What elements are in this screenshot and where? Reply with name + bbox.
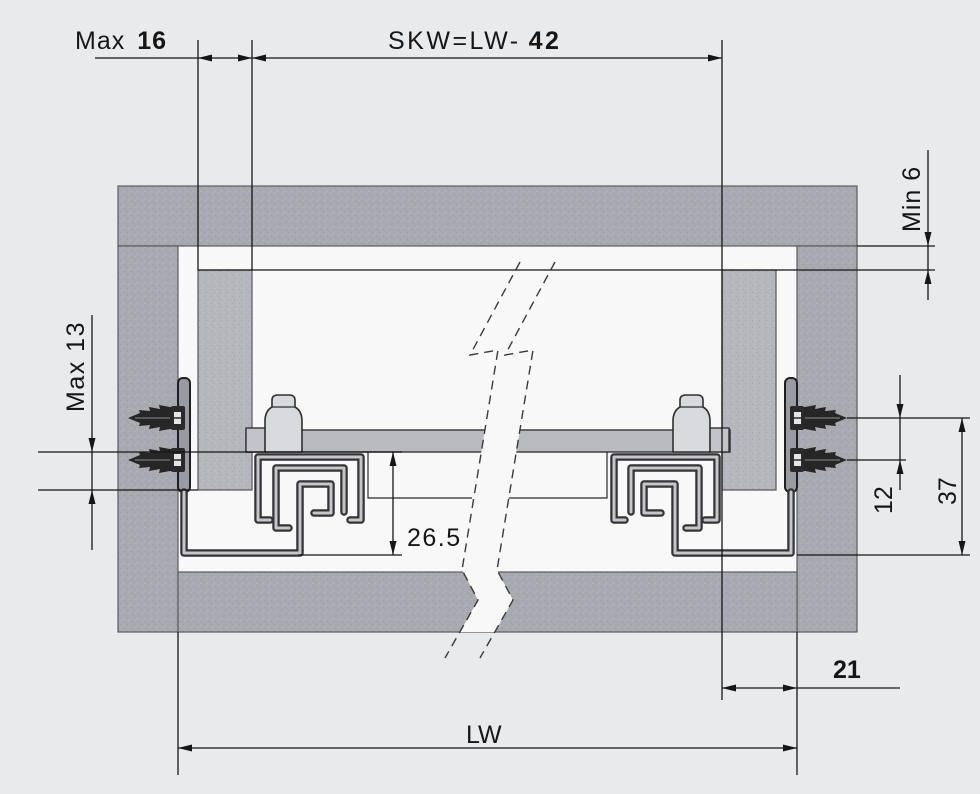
- drawer-bottom-clip: [264, 394, 303, 453]
- arrowhead: [924, 232, 932, 246]
- slide-profile: [180, 453, 365, 557]
- label-12: 12: [870, 486, 898, 514]
- cabinet-left-side-panel: [117, 245, 179, 633]
- arrowhead: [238, 54, 252, 62]
- slide-middle-member-core: [274, 466, 346, 530]
- label-skw-value: 42: [529, 27, 562, 55]
- arrowhead: [389, 541, 397, 555]
- arrowhead: [896, 460, 904, 474]
- slide-outer-member-core: [256, 455, 363, 522]
- arrowhead: [88, 490, 96, 504]
- drawer-bottom-hidden-edge-right: [503, 452, 608, 499]
- label-26-5: 26.5: [407, 524, 462, 552]
- drawer-right-side: [721, 269, 777, 491]
- label-37: 37: [934, 477, 962, 505]
- label-lw: LW: [466, 721, 502, 749]
- label-min-6: Min 6: [898, 166, 926, 232]
- drawer-bottom-hidden-edge-left: [367, 452, 472, 499]
- label-skw: SKW=LW- 42: [388, 27, 561, 55]
- label-max-16-prefix: Max: [75, 27, 125, 55]
- arrowhead: [783, 684, 797, 692]
- label-max-13: Max 13: [62, 321, 90, 412]
- break-symbol: [444, 261, 556, 659]
- arrowhead: [252, 54, 266, 62]
- left-slide-assembly: [127, 377, 365, 557]
- break-line-right: [479, 261, 556, 659]
- arrowhead: [198, 54, 212, 62]
- arrowhead: [389, 452, 397, 466]
- arrowhead: [783, 744, 797, 752]
- label-max-16: Max 16: [75, 27, 167, 55]
- drawer-bottom-lip: [245, 427, 267, 453]
- label-max-16-value: 16: [137, 27, 167, 55]
- arrowhead: [708, 54, 722, 62]
- arrowhead: [722, 684, 736, 692]
- arrowhead: [958, 418, 966, 432]
- arrowhead: [924, 270, 932, 284]
- break-gap: [460, 262, 555, 632]
- arrowhead: [178, 744, 192, 752]
- cabinet-mounting-bracket: [177, 377, 191, 493]
- cabinet-top-panel: [117, 185, 858, 247]
- arrowhead: [958, 541, 966, 555]
- label-skw-prefix: SKW=LW-: [388, 27, 521, 55]
- break-line-left: [444, 261, 521, 659]
- drawer-left-side: [197, 269, 253, 491]
- label-21: 21: [833, 656, 861, 684]
- arrowheads: [88, 54, 966, 752]
- slide-cabinet-member-core: [182, 482, 333, 555]
- arrowhead: [88, 438, 96, 452]
- arrowhead: [896, 404, 904, 418]
- cabinet-right-side-panel: [796, 245, 858, 633]
